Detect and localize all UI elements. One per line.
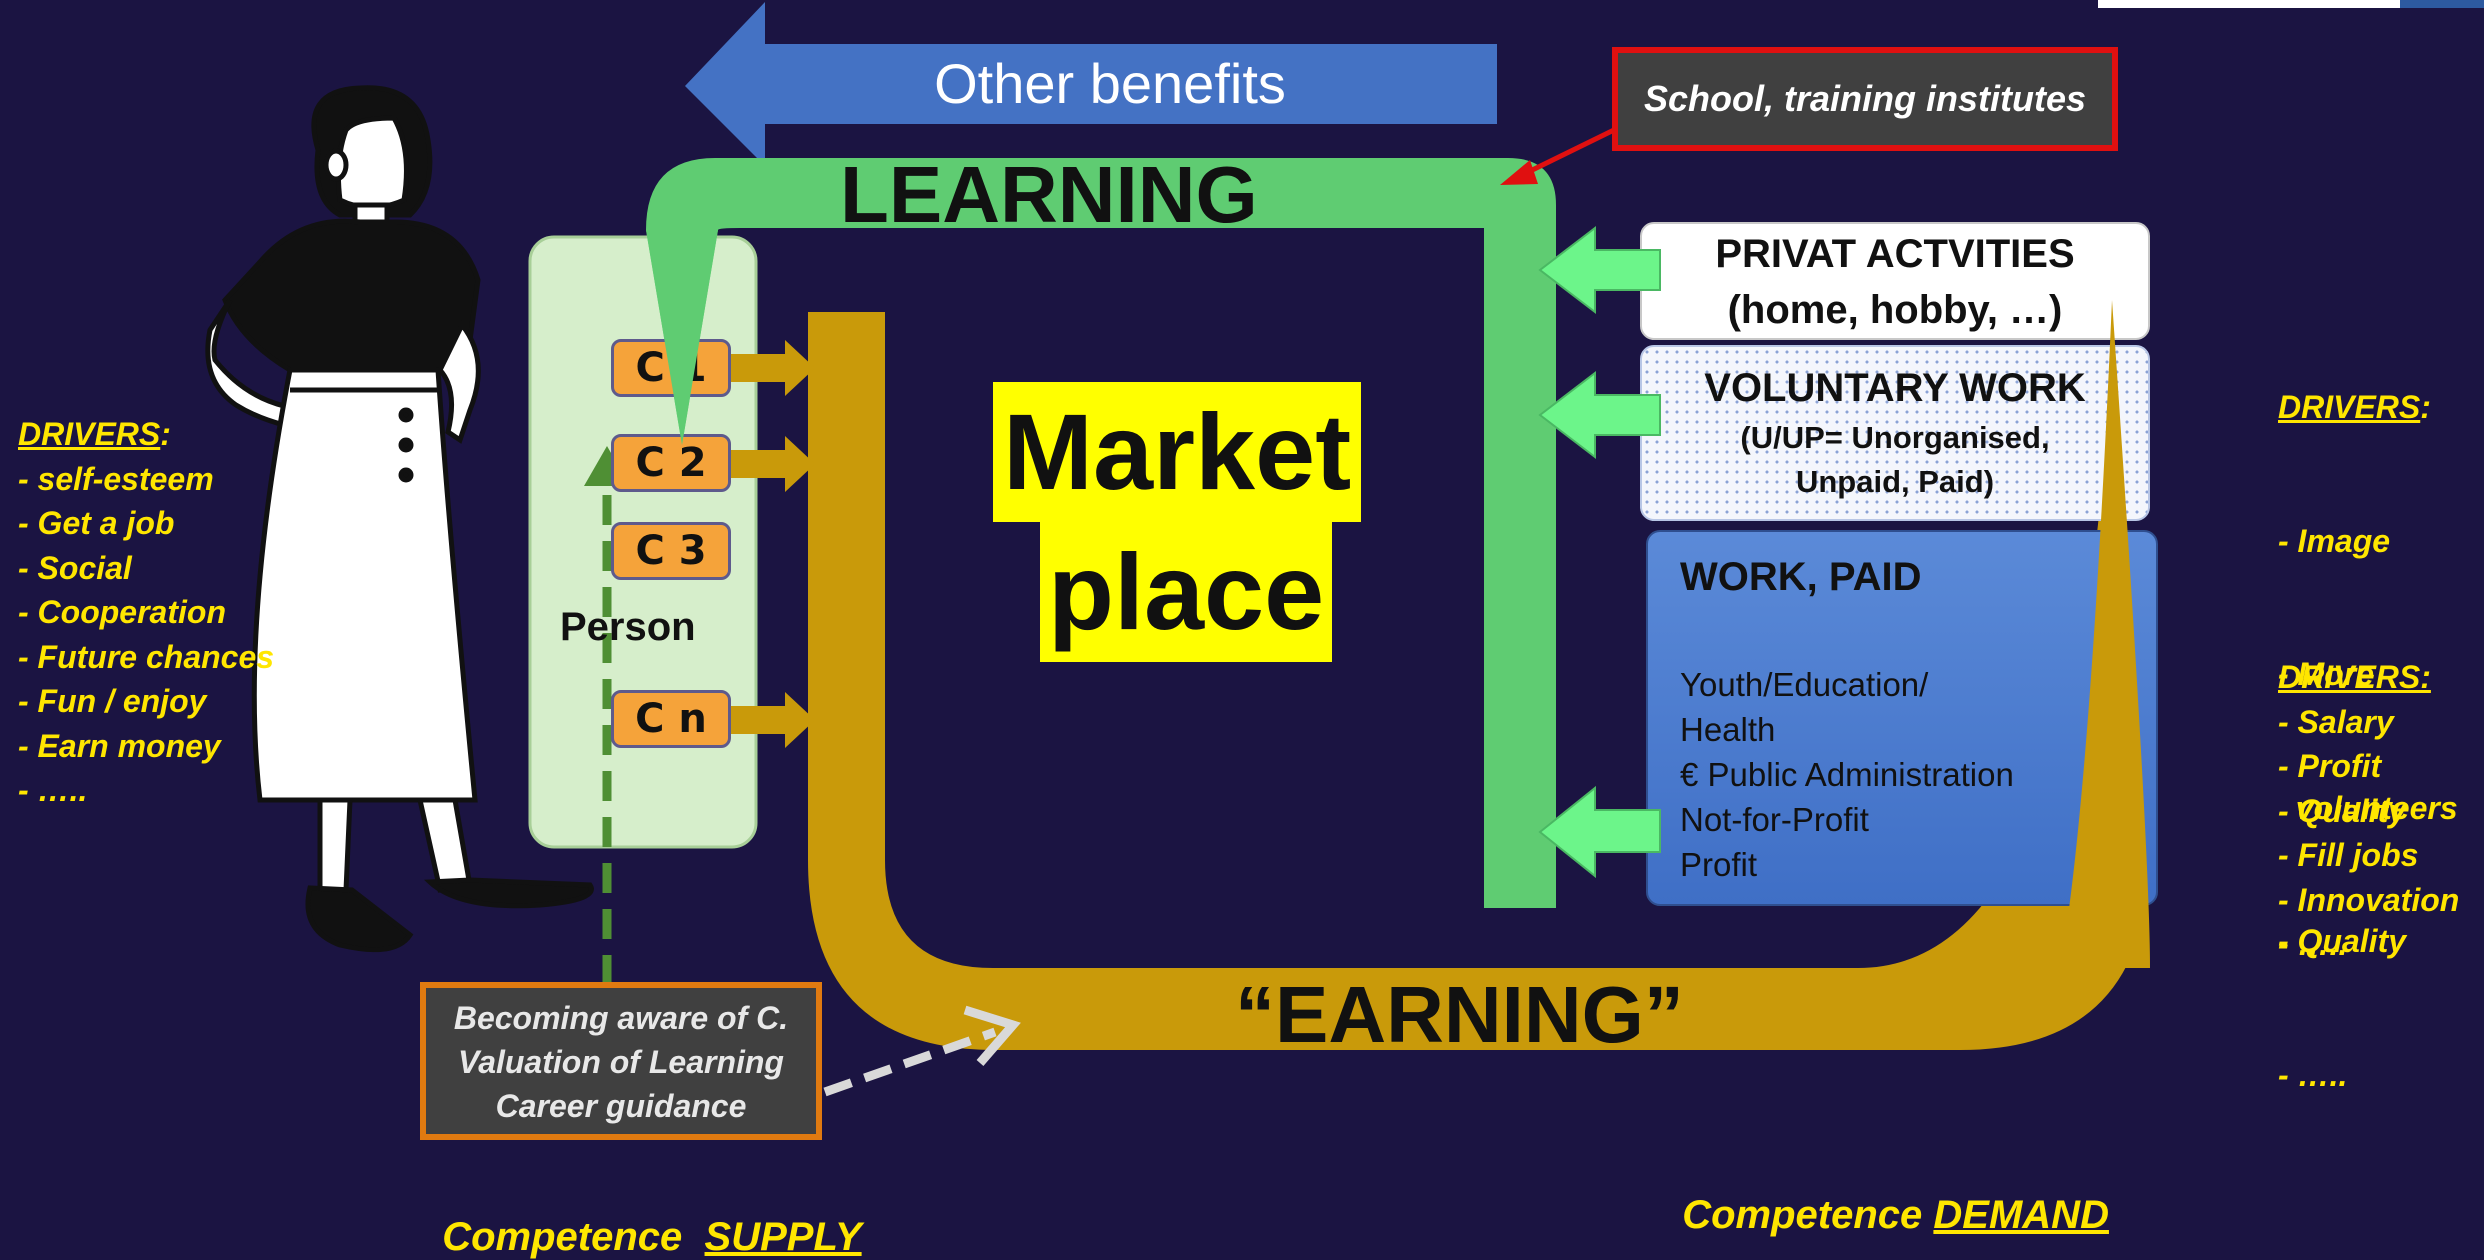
work-paid-title: WORK, PAID — [1680, 555, 1922, 599]
voluntary-to-learning-arrow — [1538, 370, 1661, 460]
privat-activities-text: PRIVAT ACTVITIES (home, hobby, …) — [1640, 226, 2150, 338]
work-paid-panel — [1646, 530, 2158, 906]
school-training-box: School, training institutes — [1612, 47, 2118, 151]
driver-item: - Fun / enjoy — [18, 683, 207, 719]
work-item: Profit — [1680, 846, 1758, 883]
work-item: Not-for-Profit — [1680, 801, 1869, 838]
work-item: Health — [1680, 711, 1776, 748]
earning-label: “EARNING” — [1235, 970, 1684, 1059]
awareness-box: Becoming aware of C. Valuation of Learni… — [420, 982, 822, 1140]
other-benefits-arrow — [685, 2, 1497, 166]
earning-arrow — [808, 310, 2150, 1050]
learning-label: LEARNING — [840, 150, 1258, 239]
other-benefits-label: Other benefits — [934, 52, 1286, 115]
cn-arrow — [731, 692, 815, 748]
awareness-to-earning-arrow — [823, 1027, 997, 1097]
driver-item: - Salary — [2278, 703, 2394, 740]
privat-activities-panel — [1640, 222, 2150, 340]
driver-item: - ….. — [2278, 926, 2348, 962]
privat-line1: PRIVAT ACTVITIES — [1715, 232, 2075, 276]
driver-item: - Social — [18, 549, 132, 586]
driver-item: - Fill jobs — [2278, 837, 2419, 873]
competence-c3: C 3 — [611, 522, 731, 580]
voluntary-line1: (U/UP= Unorganised, — [1740, 420, 2050, 455]
driver-item: - Cooperation — [18, 594, 226, 630]
school-pointer-arrow — [1518, 125, 1620, 179]
competence-demand-prefix: Competence — [1682, 1193, 1934, 1237]
awareness-line: Becoming aware of C. — [453, 1000, 789, 1036]
driver-item: - ….. — [2278, 1056, 2348, 1093]
voluntary-title: VOLUNTARY WORK — [1704, 366, 2086, 410]
competence-demand-word: DEMAND — [1933, 1193, 2109, 1237]
driver-item: - More — [2278, 656, 2374, 692]
work-to-learning-arrow — [1538, 785, 1661, 879]
logo-fragment — [2098, 0, 2484, 8]
work-item: € Public Administration — [1680, 756, 2014, 793]
driver-item: - self-esteem — [18, 460, 214, 497]
driver-item: - Future chances — [18, 638, 275, 675]
marketplace-line1: Market — [993, 382, 1362, 522]
voluntary-work-text: VOLUNTARY WORK (U/UP= Unorganised, Unpai… — [1640, 360, 2150, 504]
drivers-right-bottom-heading: DRIVERS: — [2278, 659, 2431, 695]
privat-line2: (home, hobby, …) — [1727, 288, 2063, 332]
driver-item: - Image — [2278, 522, 2391, 559]
logo-fragment-blue — [2400, 0, 2484, 8]
competence-supply-prefix: Competence — [442, 1215, 705, 1259]
driver-item: - Get a job — [18, 505, 175, 541]
driver-item: - Earn money — [18, 727, 221, 764]
c2-arrow — [731, 436, 815, 492]
work-item: Youth/Education/ — [1680, 666, 1929, 703]
competence-supply-label: Competence SUPPLY — [420, 1170, 862, 1260]
marketplace-line2: place — [1040, 522, 1333, 662]
drivers-right-top-colon: : — [2420, 389, 2431, 425]
drivers-right-top-heading: DRIVERS — [2278, 389, 2421, 425]
voluntary-work-panel — [1640, 345, 2150, 521]
c1-arrow — [731, 340, 815, 396]
woman-figure — [205, 85, 594, 953]
voluntary-line2: Unpaid, Paid) — [1795, 464, 1995, 499]
driver-item: - ….. — [18, 772, 88, 808]
competence-c2: C 2 — [611, 434, 731, 492]
person-label: Person — [560, 605, 696, 649]
earning-tip — [205, 85, 2150, 1097]
drivers-left-heading: DRIVERS — [18, 416, 161, 452]
competence-supply-word: SUPPLY — [704, 1215, 862, 1259]
awareness-line: Career guidance — [495, 1088, 747, 1124]
privat-to-learning-arrow — [1538, 225, 1661, 315]
driver-item: - Quality — [2278, 923, 2407, 959]
drivers-right-top: DRIVERS: - Image - More volunteers - Qua… — [2278, 296, 2458, 1142]
school-training-label: School, training institutes — [1643, 78, 2087, 119]
driver-item: volunteers — [2278, 789, 2458, 826]
drivers-left: DRIVERS: - self-esteem - Get a job - Soc… — [18, 412, 274, 813]
driver-item: - Profit — [2278, 748, 2382, 784]
drivers-right-bottom: DRIVERS: - Salary - Profit - Quality - F… — [2278, 655, 2459, 967]
awareness-line: Valuation of Learning — [458, 1044, 784, 1080]
work-paid-list: Youth/Education/ Health € Public Adminis… — [1680, 662, 2014, 887]
drivers-left-colon: : — [160, 416, 171, 452]
competence-cn: C n — [611, 690, 731, 748]
driver-item: - Innovation — [2278, 881, 2460, 918]
driver-item: - Quality — [2278, 792, 2407, 829]
